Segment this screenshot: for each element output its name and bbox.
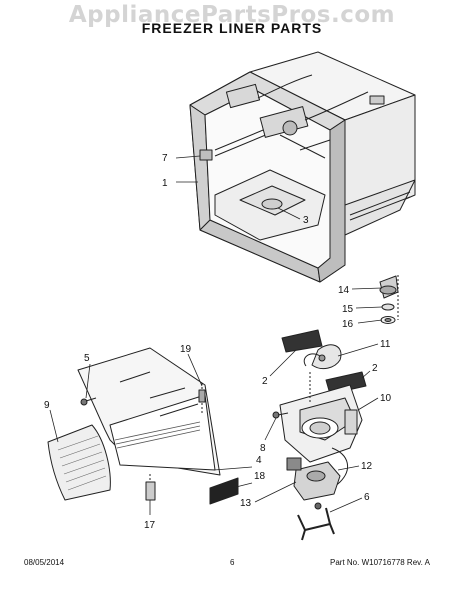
callout-6: 6 — [364, 492, 370, 503]
page-title: FREEZER LINER PARTS — [141, 20, 323, 36]
callout-5: 5 — [84, 353, 90, 364]
evaporator-cover-assembly — [272, 329, 367, 541]
left-cover-assembly — [47, 347, 239, 505]
callout-16: 16 — [342, 319, 354, 330]
callouts: 1 2 2 3 4 5 6 7 8 9 10 11 12 13 14 15 16… — [44, 153, 392, 531]
callout-9: 9 — [44, 400, 50, 411]
footer-date: 08/05/2014 — [24, 558, 65, 567]
callout-14: 14 — [338, 285, 350, 296]
footer-part-number: Part No. W10716778 Rev. A — [330, 558, 430, 567]
callout-2b: 2 — [372, 363, 378, 374]
callout-4: 4 — [256, 455, 262, 466]
callout-leaders — [49, 155, 383, 515]
freezer-liner — [189, 51, 416, 283]
callout-2a: 2 — [262, 376, 268, 387]
callout-8: 8 — [260, 443, 266, 454]
parts-14-15-16-stack — [379, 275, 399, 324]
callout-10: 10 — [380, 393, 392, 404]
callout-18: 18 — [254, 471, 266, 482]
callout-12: 12 — [361, 461, 373, 472]
callout-17: 17 — [144, 520, 156, 531]
callout-3: 3 — [303, 215, 309, 226]
callout-11: 11 — [380, 339, 391, 350]
watermark: AppliancePartsPros.com — [68, 2, 396, 28]
callout-15: 15 — [342, 304, 354, 315]
callout-7: 7 — [162, 153, 168, 164]
callout-13: 13 — [240, 498, 252, 509]
callout-19: 19 — [180, 344, 192, 355]
part-7-clip — [199, 149, 213, 161]
callout-1: 1 — [162, 178, 168, 189]
footer-page-number: 6 — [230, 558, 235, 567]
